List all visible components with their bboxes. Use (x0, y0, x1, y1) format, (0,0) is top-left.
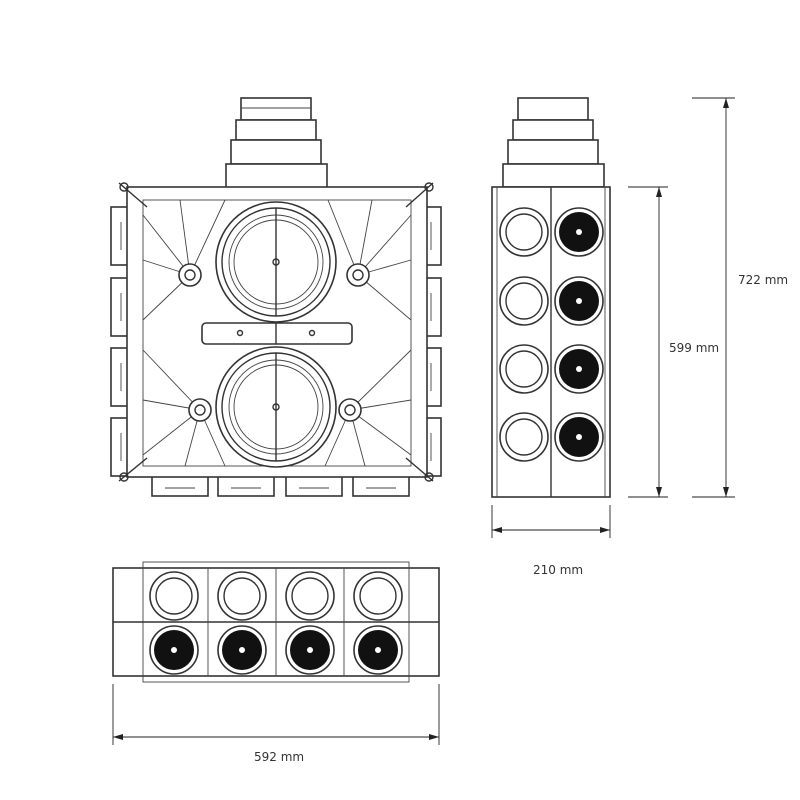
side-closed-ports (554, 207, 604, 462)
dimension-722-label: 722 mm (738, 273, 788, 287)
bottom-closed-ports (149, 625, 403, 675)
dimension-722-height (692, 97, 735, 498)
side-top-spigot (502, 97, 605, 188)
front-center-bar (201, 322, 353, 345)
bottom-view (112, 561, 440, 683)
side-view (491, 97, 611, 498)
front-mount-holes (178, 263, 370, 422)
front-view (110, 97, 442, 497)
dimension-599-label: 599 mm (669, 341, 719, 355)
front-ribs (142, 199, 412, 467)
side-open-ports (499, 207, 549, 462)
front-corner-brackets (118, 182, 434, 482)
front-port-lower (215, 346, 337, 468)
dimension-592-width (112, 684, 440, 745)
dimension-210-depth (491, 505, 611, 538)
bottom-open-ports (149, 571, 403, 621)
dimension-592-label: 592 mm (254, 750, 304, 764)
front-top-spigot (225, 97, 328, 189)
dimension-599-height (628, 186, 668, 498)
dimension-210-label: 210 mm (533, 563, 583, 577)
front-port-upper (215, 201, 337, 323)
